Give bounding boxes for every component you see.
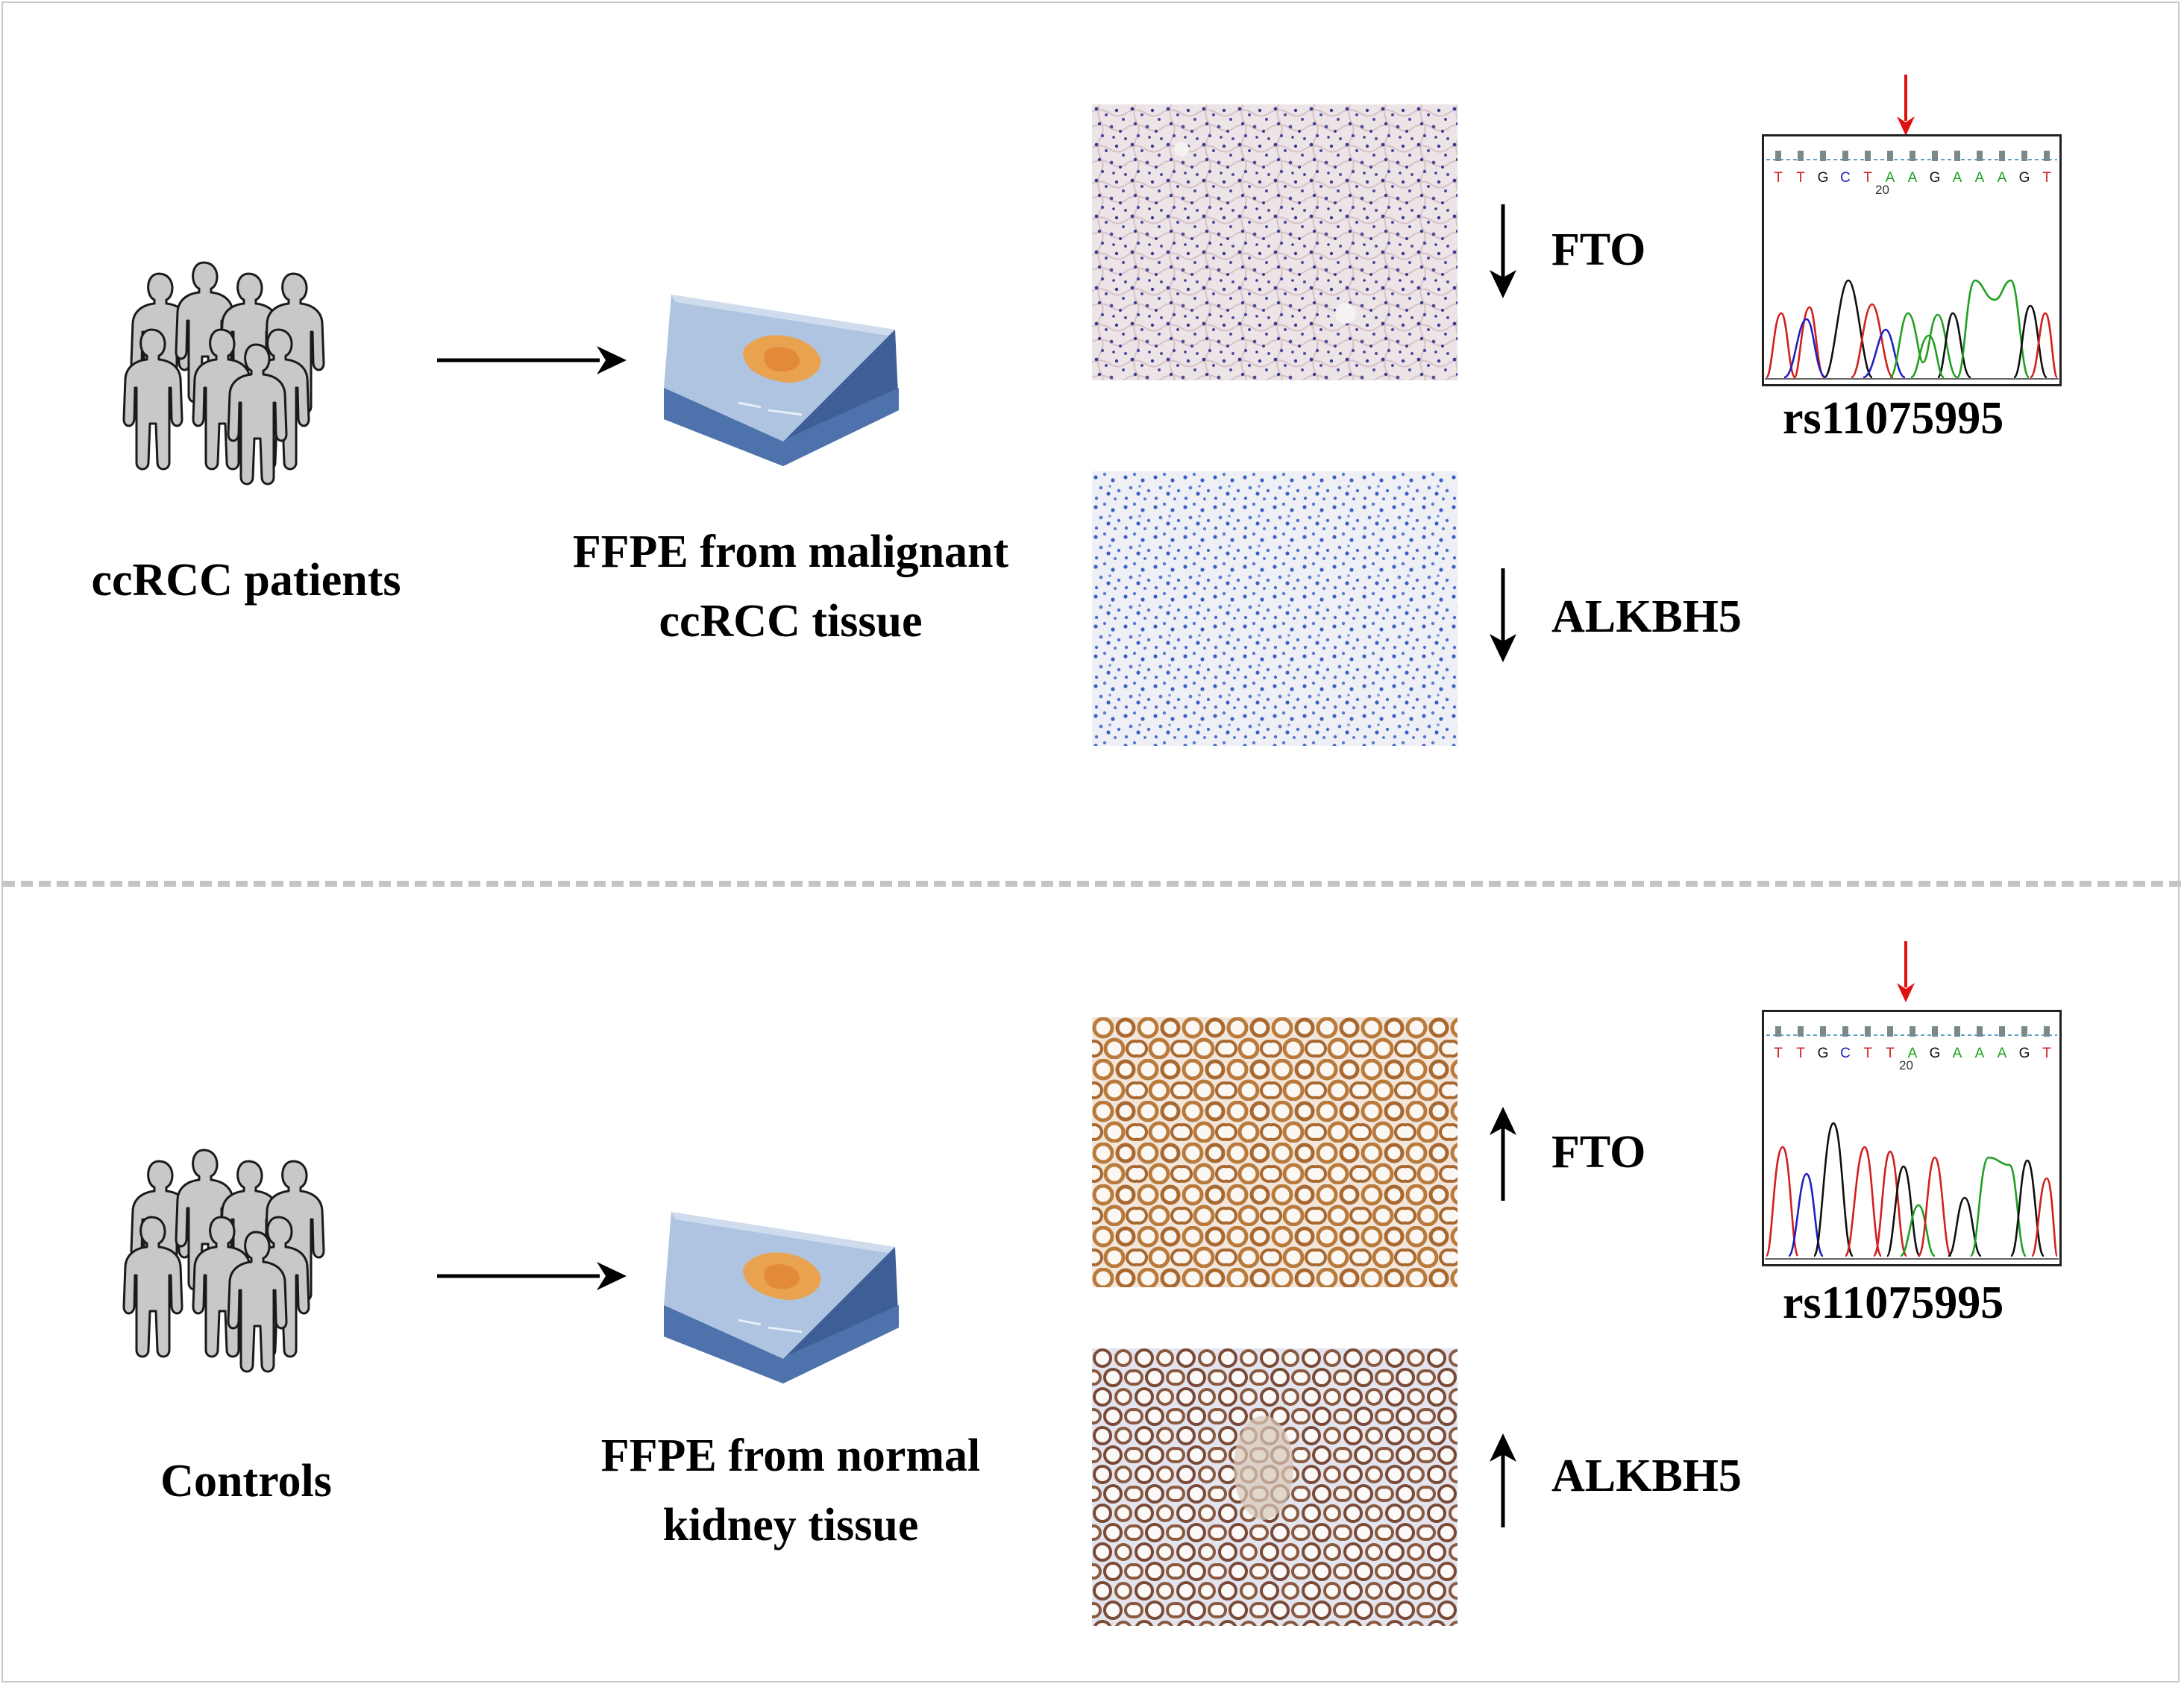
base-call: G bbox=[2019, 1046, 2030, 1061]
base-call: A bbox=[1953, 1046, 1962, 1061]
snp-label: rs11075995 bbox=[1783, 1278, 2004, 1328]
quality-bar bbox=[1910, 151, 1915, 161]
base-call: G bbox=[2019, 170, 2030, 186]
snp-label: rs11075995 bbox=[1783, 393, 2004, 444]
quality-bar bbox=[1999, 151, 2005, 161]
base-call: T bbox=[1886, 1046, 1895, 1061]
quality-bar bbox=[1887, 151, 1893, 161]
down-arrow-icon bbox=[1490, 568, 1516, 662]
base-call: G bbox=[1818, 1046, 1829, 1061]
base-call: C bbox=[1840, 1046, 1851, 1061]
quality-bar bbox=[1932, 151, 1938, 161]
quality-bar bbox=[1865, 1026, 1871, 1037]
marker-label-alkbh5: ALKBH5 bbox=[1551, 1451, 1742, 1501]
quality-bar bbox=[2021, 151, 2027, 161]
right-arrow-icon bbox=[437, 346, 627, 374]
base-call: A bbox=[1953, 170, 1962, 186]
base-call: G bbox=[1930, 1046, 1941, 1061]
position-label: 20 bbox=[1875, 183, 1889, 197]
quality-bar bbox=[1887, 1026, 1893, 1037]
ihc-image-fto-tumor bbox=[1092, 104, 1457, 380]
down-arrow-icon bbox=[1490, 204, 1516, 298]
up-arrow-icon bbox=[1490, 1107, 1516, 1201]
base-call: A bbox=[1975, 1046, 1985, 1061]
sample-label-line2: ccRCC tissue bbox=[659, 596, 923, 647]
group-label: ccRCC patients bbox=[91, 555, 401, 606]
base-call: T bbox=[2042, 1046, 2051, 1061]
position-label: 20 bbox=[1899, 1058, 1913, 1072]
people-group-icon bbox=[122, 261, 325, 486]
base-call: T bbox=[1774, 170, 1783, 186]
base-call: A bbox=[1908, 170, 1918, 186]
marker-label-fto: FTO bbox=[1551, 1127, 1646, 1178]
base-call: T bbox=[1774, 1046, 1783, 1061]
up-arrow-icon bbox=[1490, 1433, 1516, 1527]
base-call: T bbox=[2042, 170, 2051, 186]
quality-bar bbox=[1910, 1026, 1915, 1037]
quality-bar bbox=[1842, 1026, 1848, 1037]
quality-bar bbox=[1954, 151, 1960, 161]
quality-bar bbox=[1865, 151, 1871, 161]
sample-label: FFPE from malignant ccRCC tissue bbox=[515, 518, 1067, 656]
quality-bar bbox=[1798, 151, 1804, 161]
quality-bar bbox=[2044, 1026, 2050, 1037]
base-call: T bbox=[1863, 170, 1872, 186]
ihc-image-fto-normal bbox=[1092, 1017, 1457, 1287]
group-label: Controls bbox=[160, 1456, 332, 1507]
base-call: A bbox=[1908, 1046, 1918, 1061]
right-arrow-icon bbox=[437, 1262, 627, 1290]
people-group-icon bbox=[122, 1149, 325, 1373]
quality-bar bbox=[1932, 1026, 1938, 1037]
quality-bar bbox=[1842, 151, 1848, 161]
quality-bar bbox=[1798, 1026, 1804, 1037]
base-call: T bbox=[1796, 1046, 1805, 1061]
base-call: G bbox=[1930, 170, 1941, 186]
quality-bar bbox=[1999, 1026, 2005, 1037]
quality-bar bbox=[1820, 151, 1826, 161]
quality-bar bbox=[1820, 1026, 1826, 1037]
sample-label: FFPE from normal kidney tissue bbox=[515, 1421, 1067, 1560]
quality-bar bbox=[1954, 1026, 1960, 1037]
quality-bar bbox=[2021, 1026, 2027, 1037]
red-down-arrow-icon bbox=[1897, 941, 1915, 1002]
quality-bar bbox=[1977, 1026, 1983, 1037]
ihc-image-alkbh5-tumor bbox=[1092, 471, 1457, 746]
quality-bar bbox=[1775, 151, 1781, 161]
base-call: T bbox=[1796, 170, 1805, 186]
base-call: A bbox=[1998, 170, 2007, 186]
ihc-image-alkbh5-normal bbox=[1092, 1348, 1457, 1626]
base-call: T bbox=[1863, 1046, 1872, 1061]
sample-label-line1: FFPE from normal bbox=[600, 1430, 981, 1481]
red-down-arrow-icon bbox=[1897, 75, 1915, 136]
sample-label-line2: kidney tissue bbox=[662, 1500, 919, 1551]
base-call: G bbox=[1818, 170, 1829, 186]
quality-bar bbox=[1775, 1026, 1781, 1037]
base-call: C bbox=[1840, 170, 1851, 186]
marker-label-fto: FTO bbox=[1551, 224, 1646, 275]
microscope-slide-icon bbox=[664, 1212, 899, 1383]
base-call: A bbox=[1886, 170, 1895, 186]
quality-bar bbox=[2044, 151, 2050, 161]
sample-label-line1: FFPE from malignant bbox=[572, 527, 1009, 577]
marker-label-alkbh5: ALKBH5 bbox=[1551, 591, 1742, 642]
quality-bar bbox=[1977, 151, 1983, 161]
base-call: A bbox=[1975, 170, 1985, 186]
microscope-slide-icon bbox=[664, 295, 899, 466]
base-call: A bbox=[1998, 1046, 2007, 1061]
panel-divider bbox=[3, 881, 2181, 887]
